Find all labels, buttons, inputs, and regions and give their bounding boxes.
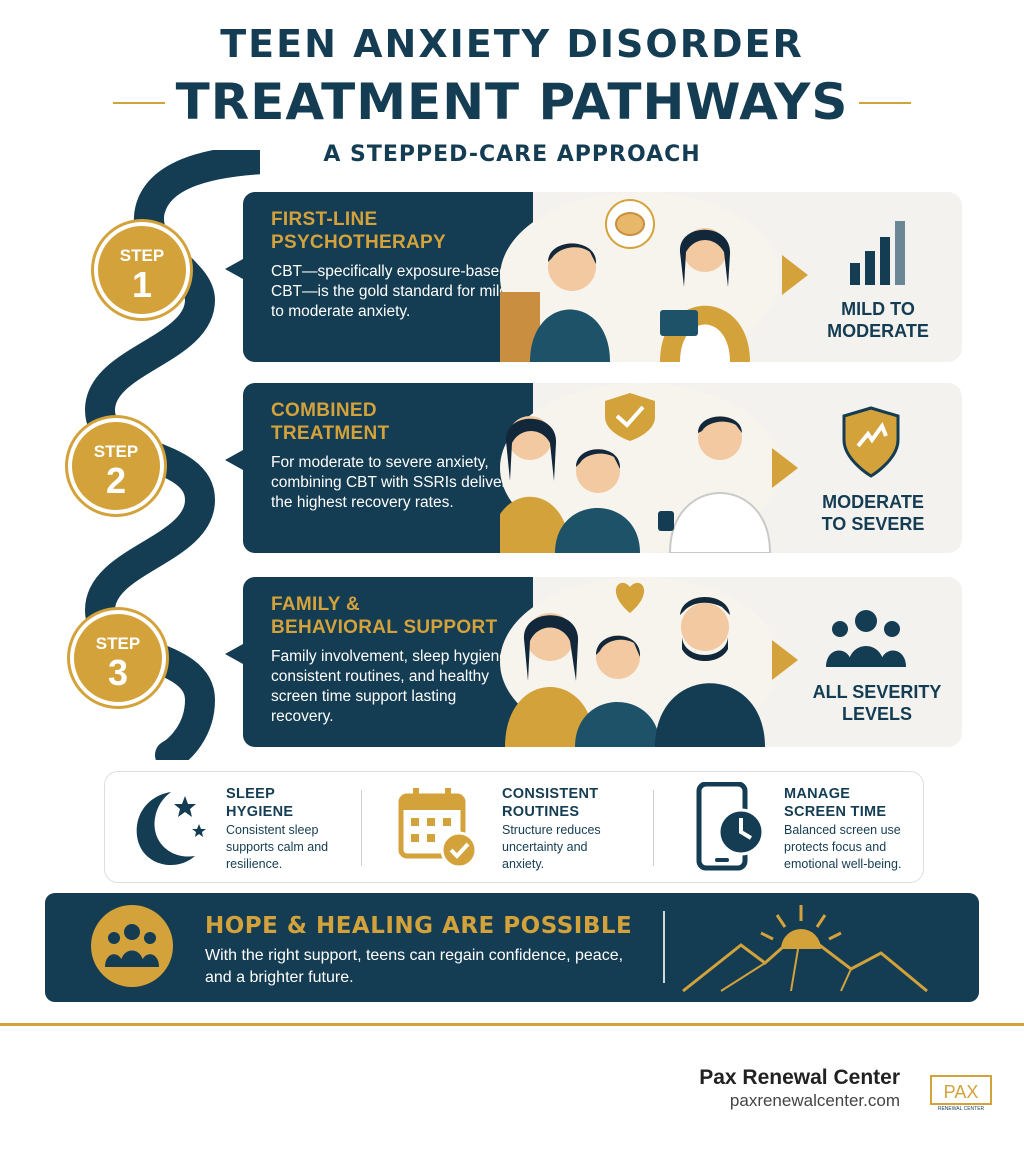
- header: TEEN ANXIETY DISORDER TREATMENT PATHWAYS…: [0, 22, 1024, 167]
- title-divider-left: [113, 102, 165, 104]
- step-3-description: Family involvement, sleep hygiene, consi…: [271, 648, 513, 725]
- step-1-illustration: [500, 192, 780, 362]
- step-2-description: For moderate to severe anxiety, combinin…: [271, 454, 515, 511]
- step-1-description: CBT—specifically exposure-based CBT—is t…: [271, 263, 508, 320]
- hope-icon-circle: [91, 905, 173, 987]
- hope-banner: HOPE & HEALING ARE POSSIBLE With the rig…: [45, 893, 979, 1002]
- title-divider-right: [859, 102, 911, 104]
- footer-url[interactable]: paxrenewalcenter.com: [729, 1091, 900, 1110]
- hope-title: HOPE & HEALING ARE POSSIBLE: [205, 913, 633, 939]
- calendar-check-icon: [398, 788, 478, 869]
- tip-routines-text: Structure reduces uncertainty and anxiet…: [502, 823, 601, 871]
- step-3-illustration: [500, 577, 780, 747]
- bar-chart-icon: [850, 221, 905, 285]
- step-3-card: FAMILY &BEHAVIORAL SUPPORT Family involv…: [225, 577, 533, 747]
- hope-text: With the right support, teens can regain…: [205, 947, 624, 986]
- tip-sleep-text: Consistent sleep supports calm and resil…: [226, 823, 329, 871]
- step-3-arrow-icon: [772, 640, 798, 680]
- svg-text:RENEWAL CENTER: RENEWAL CENTER: [938, 1106, 985, 1112]
- footer-divider: [0, 1023, 1024, 1026]
- page-title: TREATMENT PATHWAYS: [175, 73, 849, 131]
- svg-text:PAX: PAX: [944, 1082, 979, 1102]
- tips-divider-2: [653, 790, 654, 866]
- step-2-illustration: [500, 383, 780, 553]
- tip-screen-text: Balanced screen use protects focus and e…: [784, 823, 902, 871]
- page-subtitle: A STEPPED-CARE APPROACH: [323, 142, 701, 167]
- title-row: TREATMENT PATHWAYS: [0, 72, 1024, 132]
- step-1-arrow-icon: [782, 255, 808, 295]
- hope-divider: [663, 911, 665, 983]
- footer-brand-name: Pax Renewal Center: [699, 1066, 900, 1089]
- pax-logo-icon: PAX RENEWAL CENTER: [930, 1075, 992, 1112]
- title-top: TEEN ANXIETY DISORDER: [220, 22, 804, 66]
- tips-divider-1: [361, 790, 362, 866]
- moon-stars-icon: [136, 792, 206, 866]
- shield-icon: [842, 406, 900, 478]
- people-group-icon: [105, 924, 159, 967]
- step-3-title: FAMILY &BEHAVIORAL SUPPORT: [271, 594, 498, 638]
- mountain-sun-icon: [682, 905, 928, 993]
- step-2-arrow-icon: [772, 448, 798, 488]
- phone-clock-icon: [696, 782, 765, 871]
- people-group-icon: [826, 610, 906, 667]
